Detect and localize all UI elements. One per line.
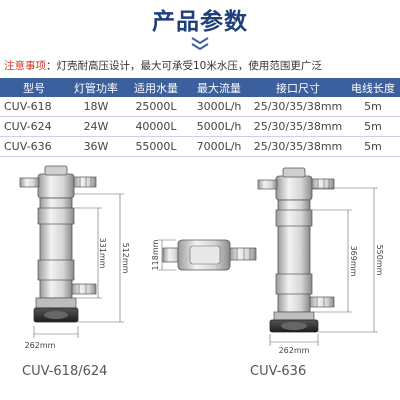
col-header: 灯管功率 <box>68 78 124 97</box>
col-header: 适用水量 <box>124 78 188 97</box>
dimension-lines-right <box>269 187 378 346</box>
col-header: 最大流量 <box>188 78 250 97</box>
table-cell: 36W <box>68 136 124 157</box>
table-cell: 25/30/35/38mm <box>250 97 346 117</box>
table-cell: 5000L/h <box>188 116 250 137</box>
col-header: 电线长度 <box>346 78 400 97</box>
table-cell: 3000L/h <box>188 97 250 117</box>
chevron-down-icon <box>191 37 209 51</box>
table-cell: CUV-618 <box>0 97 68 117</box>
table-cell: 25/30/35/38mm <box>250 116 346 137</box>
dim-width-618: 262mm <box>25 341 56 350</box>
dimension-drawings: 512mm 331mm 262mm 118mm <box>19 165 384 355</box>
table-row: CUV-618 18W 25000L 3000L/h 25/30/35/38mm… <box>0 97 400 117</box>
dimension-lines-left <box>33 193 124 338</box>
dim-width-636: 262mm <box>279 346 310 355</box>
model-label-right: CUV-636 <box>250 364 307 379</box>
table-cell: 18W <box>68 97 124 117</box>
table-cell: 40000L <box>124 116 188 137</box>
dim-height-body-636: 369mm <box>349 246 358 277</box>
page-title: 产品参数 <box>152 9 248 35</box>
table-cell: 5m <box>346 97 400 117</box>
dim-height-body-618: 331mm <box>98 238 107 269</box>
spec-table: 型号 灯管功率 适用水量 最大流量 接口尺寸 电线长度 CUV-618 18W … <box>0 78 400 157</box>
col-header: 接口尺寸 <box>250 78 346 97</box>
table-cell: CUV-636 <box>0 136 68 157</box>
dim-height-total-618: 512mm <box>121 243 130 274</box>
table-header-row: 型号 灯管功率 适用水量 最大流量 接口尺寸 电线长度 <box>0 78 400 97</box>
uv-sterilizer-drawing-636 <box>257 167 335 333</box>
table-cell: 55000L <box>124 136 188 157</box>
table-cell: 7000L/h <box>188 136 250 157</box>
notice-lead: 注意事项 <box>4 60 46 72</box>
table-cell: 5m <box>346 136 400 157</box>
notice-text: ：灯壳耐高压设计，最大可承受10米水压，使用范围更广泛 <box>46 60 322 72</box>
table-cell: 25000L <box>124 97 188 117</box>
uv-sterilizer-drawing-618 <box>19 165 97 323</box>
uv-sterilizer-top-view <box>162 239 257 271</box>
model-label-left: CUV-618/624 <box>22 364 108 379</box>
dim-height-total-636: 550mm <box>375 245 384 276</box>
dimension-lines-top-view <box>158 239 176 271</box>
notice: 注意事项：灯壳耐高压设计，最大可承受10米水压，使用范围更广泛 <box>4 58 400 73</box>
table-row: CUV-636 36W 55000L 7000L/h 25/30/35/38mm… <box>0 136 400 157</box>
table-cell: 24W <box>68 116 124 137</box>
dim-height-top-view: 118mm <box>151 239 160 270</box>
col-header: 型号 <box>0 78 68 97</box>
table-cell: 5m <box>346 116 400 137</box>
table-cell: CUV-624 <box>0 116 68 137</box>
table-row: CUV-624 24W 40000L 5000L/h 25/30/35/38mm… <box>0 116 400 137</box>
table-cell: 25/30/35/38mm <box>250 136 346 157</box>
